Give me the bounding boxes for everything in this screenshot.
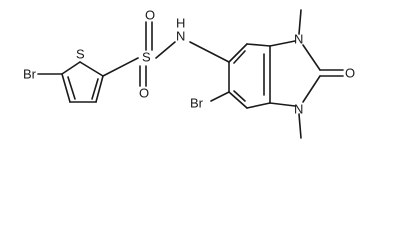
imidazole-nitrogen-upper-label: N bbox=[294, 32, 303, 47]
bond-n-c6 bbox=[189, 41, 230, 63]
bond-c2-c3 bbox=[95, 75, 104, 103]
bromine-label-benzene: Br bbox=[190, 96, 204, 111]
carbonyl-oxygen-label: O bbox=[345, 66, 355, 81]
sulfonamide-nitrogen-label: N bbox=[176, 29, 185, 44]
sulfonamide-hydrogen-label: H bbox=[176, 16, 185, 31]
bond-c4a-c5 bbox=[246, 43, 271, 47]
bond-c4-c5 bbox=[61, 73, 71, 103]
bond-c2-c3-double bbox=[91, 78, 99, 100]
bond-layer bbox=[37, 9, 344, 139]
bond-s1-c2 bbox=[79, 61, 104, 77]
bond-n1-methyl bbox=[298, 9, 302, 35]
bromine-label-thiophene: Br bbox=[23, 67, 37, 82]
bond-s-n bbox=[155, 41, 176, 59]
bond-c4-c5-double bbox=[67, 76, 76, 100]
sulfonyl-oxygen-lower-label: O bbox=[139, 86, 149, 101]
bond-c7-c8 bbox=[228, 91, 248, 109]
bond-c5-c6-double bbox=[233, 50, 246, 64]
bond-c2-sulfonyl bbox=[102, 57, 139, 77]
bond-c7-c8-double bbox=[233, 90, 246, 102]
bond-c4a-n1 bbox=[269, 40, 296, 47]
atom-label-layer: Br S S O O N H N N O Br bbox=[23, 8, 355, 117]
thiophene-sulfur-label: S bbox=[76, 47, 85, 62]
bond-n1-c2 bbox=[302, 44, 321, 71]
bond-c2-n3 bbox=[302, 75, 321, 103]
bond-c5-s1 bbox=[61, 61, 81, 75]
bond-n3-c8a bbox=[269, 102, 296, 107]
bond-c5-c6 bbox=[228, 43, 248, 63]
sulfonyl-sulfur-label: S bbox=[142, 50, 151, 65]
bond-n3-methyl bbox=[298, 113, 302, 139]
sulfonyl-oxygen-upper-label: O bbox=[145, 8, 155, 23]
molecule-structure: Br S S O O N H N N O Br bbox=[23, 8, 355, 139]
bond-c8-c8a bbox=[246, 102, 271, 109]
bond-c7-br bbox=[210, 91, 230, 102]
imidazole-nitrogen-lower-label: N bbox=[294, 102, 303, 117]
